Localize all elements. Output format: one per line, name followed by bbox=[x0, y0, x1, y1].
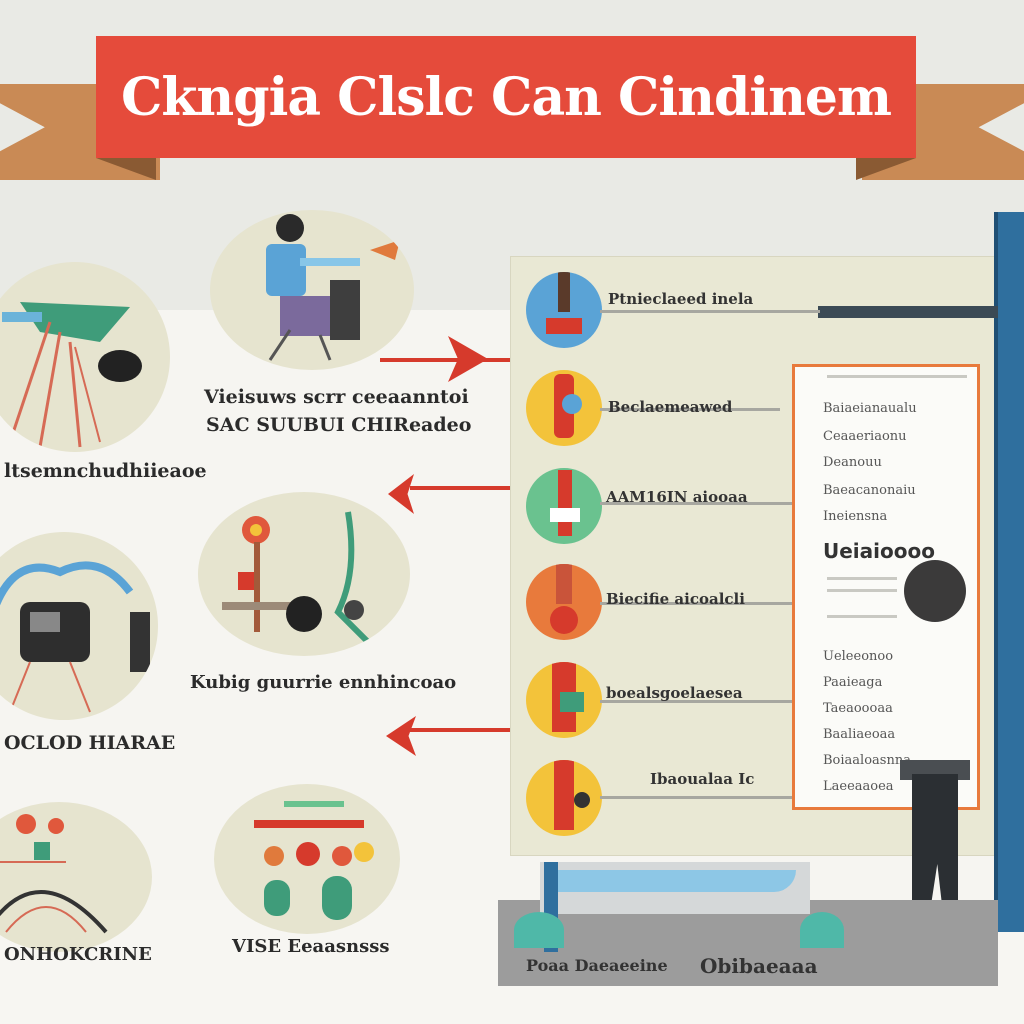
blue-pillar bbox=[998, 212, 1024, 932]
lab-equipment-icon bbox=[254, 801, 374, 920]
banner-title: Ckngia Clslc Can Cindinem bbox=[120, 66, 892, 128]
arrow-1-line bbox=[380, 358, 510, 362]
row-line-6 bbox=[600, 796, 800, 799]
machine-label-left: Poaa Daeaeeine bbox=[526, 956, 668, 975]
illustration-circle-3 bbox=[0, 532, 158, 720]
illustration-circle-6 bbox=[214, 784, 400, 934]
caption-ltsemnchud: ltsemnchudhiieaoe bbox=[4, 460, 207, 482]
illustration-circle-4 bbox=[198, 492, 410, 656]
doc-heading: Ueiaioooo bbox=[823, 539, 935, 563]
row-line-3 bbox=[600, 502, 800, 505]
row-icon-4 bbox=[526, 564, 602, 640]
caption-vise: VISE Eeaasnsss bbox=[232, 936, 390, 957]
pin-plug-icon bbox=[222, 511, 371, 645]
doc-rule-1 bbox=[827, 577, 897, 580]
doc-line-2: Ceaaeriaonu bbox=[823, 429, 907, 444]
row-line-2 bbox=[600, 408, 780, 411]
row-label-2: Beclaemeawed bbox=[608, 398, 733, 416]
doc-rule-2 bbox=[827, 589, 897, 592]
machine-base bbox=[498, 900, 998, 986]
doc-line-9: Baaliaeoaa bbox=[823, 727, 896, 742]
title-banner: Ckngia Clslc Can Cindinem bbox=[96, 36, 916, 158]
doc-line-1: Baiaeianaualu bbox=[823, 401, 917, 416]
doc-line-8: Taeaoooaa bbox=[823, 701, 893, 716]
tent-lines-icon bbox=[2, 302, 142, 448]
illustration-circle-2 bbox=[210, 210, 414, 370]
row-label-5: boealsgoelaesea bbox=[606, 684, 743, 702]
doc-line-7: Paaieaga bbox=[823, 675, 883, 690]
arrow-2-line bbox=[410, 486, 510, 490]
doc-line-10: Boiaaloasnna bbox=[823, 753, 911, 768]
row-label-6: Ibaoualaa Ic bbox=[650, 770, 755, 788]
machine-tray bbox=[556, 870, 796, 892]
caption-onhokcrine: ONHOKCRINE bbox=[4, 944, 152, 965]
caption-vieisuws: Vieisuws scrr ceeaanntoi bbox=[204, 386, 469, 408]
caption-kubig: Kubig guurrie ennhincoao bbox=[190, 672, 457, 693]
machine-label-right: Obibaeaaa bbox=[700, 954, 818, 978]
document-sheet: Baiaeianaualu Ceaaeriaonu Deanouu Baeaca… bbox=[792, 364, 980, 810]
caption-oclod: OCLOD HIARAE bbox=[4, 732, 176, 754]
wheel-network-icon bbox=[0, 814, 108, 934]
row-icon-3 bbox=[526, 468, 602, 544]
row-icon-5 bbox=[526, 662, 602, 738]
row-line-5 bbox=[600, 700, 800, 703]
doc-line-5: Ineiensna bbox=[823, 509, 888, 524]
arch-machine-icon bbox=[0, 561, 150, 713]
boom-arm bbox=[818, 306, 998, 318]
doc-line-11: Laeeaaoea bbox=[823, 779, 894, 794]
row-icon-2 bbox=[526, 370, 602, 446]
row-line-4 bbox=[600, 602, 800, 605]
arrow-2-head bbox=[388, 474, 414, 514]
row-icon-6 bbox=[526, 760, 602, 836]
doc-rule-top bbox=[827, 375, 967, 378]
doc-line-3: Deanouu bbox=[823, 455, 882, 470]
illustration-circle-5 bbox=[0, 802, 152, 952]
doc-line-4: Baeacanonaiu bbox=[823, 483, 916, 498]
arrow-3-line bbox=[410, 728, 510, 732]
doc-rule-3 bbox=[827, 615, 897, 618]
illustration-circle-1 bbox=[0, 262, 170, 452]
doc-line-6: Ueleeonoo bbox=[823, 649, 894, 664]
row-label-4: Biecifie aicoalcli bbox=[606, 590, 745, 608]
pillar-edge bbox=[994, 212, 1000, 932]
arrow-3-head bbox=[386, 716, 416, 756]
dark-circle-icon bbox=[904, 560, 966, 622]
caption-sac: SAC SUUBUI CHIReadeo bbox=[206, 414, 472, 436]
row-label-1: Ptnieclaeed inela bbox=[608, 290, 754, 308]
row-line-1 bbox=[600, 310, 820, 313]
person-workstation-icon bbox=[266, 214, 400, 361]
machine-foot-left bbox=[514, 912, 564, 948]
row-label-3: AAM16IN aiooaa bbox=[606, 488, 748, 506]
machine-foot-right bbox=[800, 912, 844, 948]
row-icon-1 bbox=[526, 272, 602, 348]
